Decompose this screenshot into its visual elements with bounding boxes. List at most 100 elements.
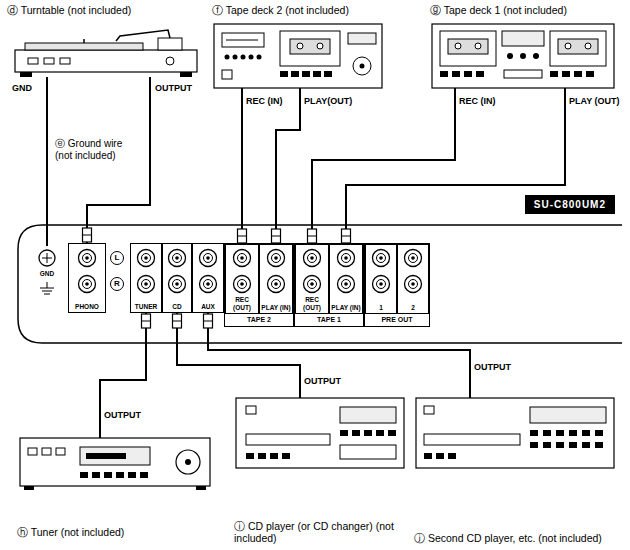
tape-deck-drawing	[214, 24, 382, 88]
label-holder: ⓔ Ground wire (not included)	[55, 138, 139, 162]
channel-label: L	[111, 252, 123, 264]
jack-label: PLAY (IN)	[330, 304, 362, 314]
label-holder: PLAY(OUT)	[304, 96, 352, 107]
label-holder: OUTPUT	[474, 362, 511, 373]
connection-label: REC (IN)	[459, 96, 496, 107]
rca-plug	[142, 314, 151, 328]
rca-plug	[173, 314, 182, 328]
cable-connector	[208, 313, 470, 398]
cable-connector	[241, 88, 243, 244]
label-holder: REC (IN)	[246, 96, 283, 107]
rca-plug-ring	[272, 236, 281, 237]
jack-label: 2	[398, 304, 428, 314]
label-holder: R	[111, 278, 123, 290]
device-caption: ⓙ Second CD player, etc. (not included)	[412, 532, 620, 544]
channel-circle	[111, 278, 124, 291]
connection-label: ⓔ Ground wire (not included)	[55, 138, 139, 162]
label-holder: L	[111, 252, 123, 264]
channel-label: R	[111, 278, 123, 290]
rca-plug	[83, 228, 92, 242]
jack-label: PHONO	[69, 303, 105, 313]
connection-label: GND	[12, 83, 32, 94]
rca-plug	[238, 229, 247, 243]
connection-label: OUTPUT	[474, 362, 511, 373]
amplifier: SU-C800UM2GNDPHONOTUNERCDAUXTAPE 2REC (O…	[20, 225, 620, 343]
jack-group: TAPE 2 REC (OUT)PLAY (IN)	[224, 243, 294, 327]
channel-circle	[111, 252, 124, 265]
jack-column: 1	[365, 244, 397, 314]
device: ⓖ Tape deck 1 (not included)	[428, 4, 618, 88]
connection-label: REC (IN)	[246, 96, 283, 107]
cd-player-drawing	[416, 398, 614, 468]
device-caption: ⓖ Tape deck 1 (not included)	[428, 4, 618, 17]
jack-column: PHONO	[68, 243, 106, 313]
jack-column: TUNER	[130, 243, 162, 313]
turntable-drawing	[15, 30, 197, 77]
device: ⓕ Tape deck 2 (not included)	[210, 4, 385, 88]
model-name: SU-C800UM2	[525, 195, 615, 214]
jack-label: PLAY (IN)	[260, 304, 292, 314]
device: ⓘ CD player (or CD changer) (not include…	[232, 398, 410, 544]
ground-terminal-box: GND	[30, 246, 64, 308]
amplifier-panel	[18, 225, 622, 343]
jack-label: TUNER	[131, 303, 161, 313]
group-label: TAPE 1	[295, 315, 363, 326]
jack-column: PLAY (IN)	[259, 244, 293, 314]
device-caption: ⓓ Turntable (not included)	[5, 4, 205, 17]
label-holder: OUTPUT	[155, 83, 192, 94]
jack-column: CD	[162, 243, 192, 313]
rca-plug-ring	[142, 321, 151, 322]
jack-label: REC (OUT)	[226, 296, 258, 313]
connection-label: PLAY (OUT)	[569, 96, 620, 107]
device: ⓙ Second CD player, etc. (not included)	[412, 398, 620, 544]
device-caption: ⓕ Tape deck 2 (not included)	[210, 4, 385, 17]
tuner-drawing	[20, 438, 210, 490]
jack-column: AUX	[192, 243, 224, 313]
rca-plug-ring	[204, 321, 213, 322]
jack-column: REC (OUT)	[295, 244, 329, 314]
connection-label: OUTPUT	[155, 83, 192, 94]
rca-plug	[342, 229, 351, 243]
group-label: TAPE 2	[225, 315, 293, 326]
jack-group: TAPE 1 REC (OUT)PLAY (IN)	[294, 243, 364, 327]
tape-deck-drawing	[432, 24, 614, 88]
label-holder: OUTPUT	[104, 410, 141, 421]
label-holder: GND	[12, 83, 32, 94]
cd-player-drawing	[236, 398, 404, 468]
connection-label: OUTPUT	[304, 376, 341, 387]
terminal-label: GND	[30, 270, 64, 278]
rca-plug	[204, 314, 213, 328]
group-label: PRE OUT	[365, 315, 429, 326]
device-caption: ⓘ CD player (or CD changer) (not include…	[232, 520, 410, 544]
cable-connector	[276, 88, 300, 244]
rca-plug-ring	[308, 236, 317, 237]
jack-group: PRE OUT12	[364, 243, 430, 327]
label-holder: OUTPUT	[304, 376, 341, 387]
cable-connector	[100, 313, 146, 438]
rca-plug-ring	[83, 235, 92, 236]
label-holder: PLAY (OUT)	[569, 96, 620, 107]
device: ⓗ Tuner (not included)	[15, 438, 215, 538]
rca-plug-ring	[342, 236, 351, 237]
jack-label: AUX	[193, 303, 223, 313]
cable-connector	[312, 88, 455, 244]
device-caption: ⓗ Tuner (not included)	[15, 526, 215, 538]
connection-label: PLAY(OUT)	[304, 96, 352, 107]
cable-connector	[346, 88, 565, 244]
jack-label: CD	[163, 303, 191, 313]
cable-connector	[46, 77, 48, 246]
jack-column: 2	[397, 244, 429, 314]
jack-column: REC (OUT)	[225, 244, 259, 314]
label-holder: REC (IN)	[459, 96, 496, 107]
jack-label: REC (OUT)	[296, 296, 328, 313]
rca-plug-ring	[238, 236, 247, 237]
cable-connector	[177, 313, 300, 398]
rca-plug	[308, 229, 317, 243]
rca-plug-ring	[173, 321, 182, 322]
device: ⓓ Turntable (not included)	[5, 4, 205, 77]
rca-plug	[272, 229, 281, 243]
jack-label: 1	[366, 304, 396, 314]
